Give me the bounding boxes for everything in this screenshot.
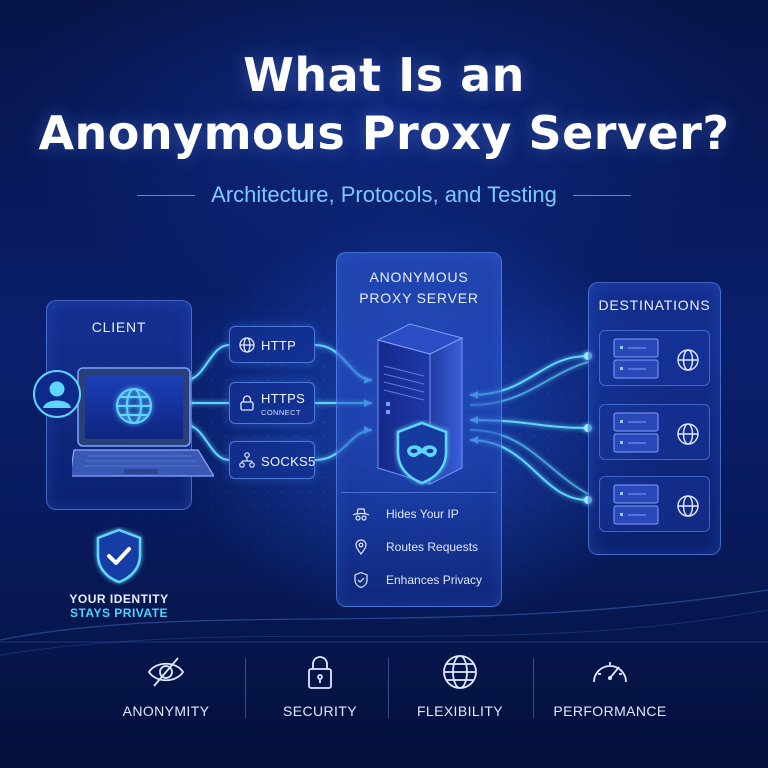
shield-check-icon	[354, 571, 368, 589]
protocol-sublabel: CONNECT	[261, 408, 301, 417]
proxy-title-line-2: PROXY SERVER	[359, 290, 479, 306]
proxy-title-line-1: ANONYMOUS	[369, 269, 469, 285]
globe-icon	[443, 655, 477, 689]
client-connectors	[185, 344, 230, 461]
server-rack-icon	[613, 484, 659, 525]
eye-slash-icon	[147, 657, 185, 687]
protocol-label: HTTP	[261, 338, 297, 353]
feature-label: ANONYMITY	[122, 703, 210, 719]
divider	[388, 658, 389, 718]
shield-check-icon	[96, 528, 142, 584]
divider	[245, 658, 246, 718]
protocol-https: HTTPS CONNECT	[229, 382, 315, 424]
globe-icon	[239, 336, 255, 353]
proxy-feature: Routes Requests	[352, 537, 492, 557]
protocol-http: HTTP	[229, 326, 315, 363]
subtitle-rule-right	[572, 194, 631, 196]
feature-label: FLEXIBILITY	[416, 703, 504, 719]
identity-line-2: STAYS PRIVATE	[69, 606, 169, 620]
protocol-socks5: SOCKS5	[229, 441, 315, 479]
location-pin-icon	[355, 539, 367, 555]
feature-anonymity: ANONYMITY	[96, 652, 236, 732]
server-rack-icon	[613, 338, 659, 379]
protocol-label: HTTPS	[261, 391, 306, 406]
feature-security: SECURITY	[250, 652, 390, 732]
globe-icon	[677, 423, 699, 445]
feature-performance: PERFORMANCE	[540, 652, 680, 732]
divider	[533, 658, 534, 718]
feature-label: SECURITY	[283, 703, 357, 719]
subtitle-rule-left	[137, 194, 196, 196]
proxy-feature: Hides Your IP	[352, 504, 492, 524]
network-icon	[239, 452, 255, 468]
client-title: CLIENT	[91, 319, 147, 335]
speedometer-icon	[593, 662, 627, 683]
lock-icon	[240, 395, 254, 411]
user-avatar-icon	[33, 370, 81, 418]
proxy-divider	[341, 492, 497, 493]
padlock-icon	[308, 656, 332, 689]
subtitle: Architecture, Protocols, and Testing	[211, 182, 557, 207]
feature-label: PERFORMANCE	[553, 703, 667, 719]
feature-flexibility: FLEXIBILITY	[390, 652, 530, 732]
feature-label: Enhances Privacy	[386, 573, 483, 587]
globe-icon	[677, 349, 699, 371]
server-rack-icon	[613, 412, 659, 453]
feature-label: Hides Your IP	[386, 507, 459, 521]
globe-icon	[677, 495, 699, 517]
proxy-feature: Enhances Privacy	[352, 570, 492, 590]
destination-server	[599, 476, 710, 532]
title-line-2: Anonymous Proxy Server?	[38, 106, 730, 160]
destination-server	[599, 404, 710, 460]
destination-server	[599, 330, 710, 386]
subtitle-row: Architecture, Protocols, and Testing	[0, 180, 768, 210]
destinations-title: DESTINATIONS	[598, 297, 711, 313]
feature-label: Routes Requests	[386, 540, 479, 554]
title-line-1: What Is an	[243, 48, 525, 102]
shield-mask-icon	[396, 421, 448, 485]
protocol-label: SOCKS5	[261, 454, 316, 469]
spy-hat-icon	[352, 508, 370, 521]
laptop-icon	[72, 367, 214, 477]
identity-line-1: YOUR IDENTITY	[69, 592, 169, 606]
